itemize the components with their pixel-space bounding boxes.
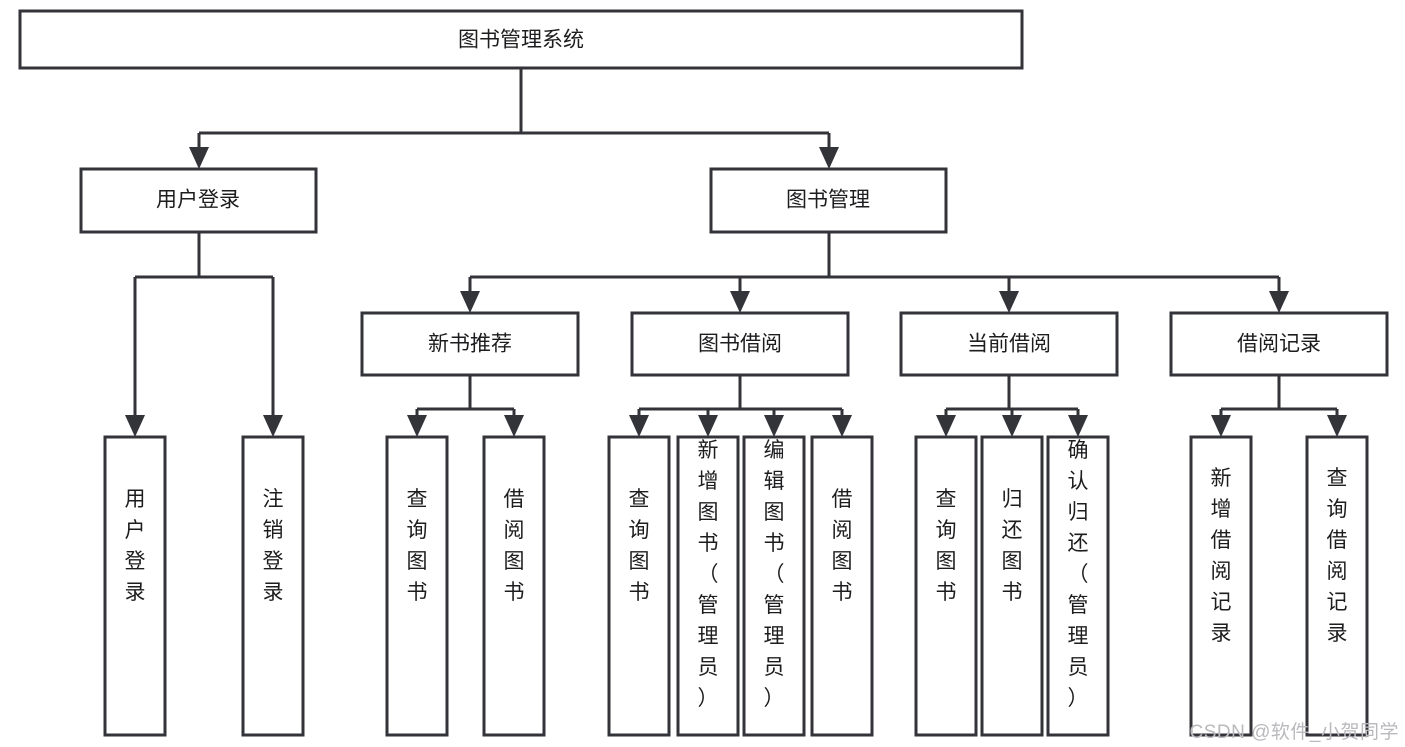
arrow-head-leaf-3 — [407, 415, 427, 437]
leaf-node[interactable]: 归还图书 — [980, 435, 1044, 737]
leaf-node[interactable]: 查询借阅记录 — [1305, 435, 1369, 737]
leaf-1-label: 用户登录 — [125, 488, 146, 604]
node-root-box[interactable] — [18, 9, 1024, 70]
arrow-head-leaf-2 — [263, 415, 283, 437]
leaf-4-box[interactable] — [482, 435, 546, 737]
leaf-8-box[interactable] — [810, 435, 874, 737]
arrow-head-leaf-11 — [1068, 415, 1088, 437]
node-current-label: 当前借阅 — [967, 333, 1051, 356]
node-login[interactable]: 用户登录 — [79, 167, 318, 234]
node-bookmgmt-box[interactable] — [709, 167, 948, 234]
node-newbook-label: 新书推荐 — [428, 333, 512, 356]
leaf-5-label: 查询图书 — [629, 488, 650, 604]
node-records[interactable]: 借阅记录 — [1169, 311, 1389, 377]
leaf-node[interactable]: 借阅图书 — [810, 435, 874, 737]
leaf-node[interactable]: 用户登录 — [103, 435, 167, 737]
arrow-head-leaf-7 — [764, 415, 784, 437]
leaf-10-box[interactable] — [980, 435, 1044, 737]
leaf-2-label: 注销登录 — [263, 488, 284, 604]
node-root[interactable]: 图书管理系统 — [18, 9, 1024, 70]
leaf-12-label: 新增借阅记录 — [1211, 467, 1232, 645]
node-bookmgmt-label: 图书管理 — [786, 189, 870, 212]
leaf-node[interactable]: 查询图书 — [385, 435, 449, 737]
node-login-box[interactable] — [79, 167, 318, 234]
leaf-node[interactable]: 新增借阅记录 — [1189, 435, 1253, 737]
arrow-head-leaf-10 — [1002, 415, 1022, 437]
node-login-label: 用户登录 — [156, 189, 240, 212]
node-records-label: 借阅记录 — [1237, 333, 1321, 356]
arrow-head-login — [189, 147, 209, 169]
arrow-head-newbook — [460, 291, 480, 313]
leaf-node[interactable]: 查询图书 — [607, 435, 671, 737]
leaf-9-box[interactable] — [914, 435, 978, 737]
arrow-head-leaf-12 — [1211, 415, 1231, 437]
leaf-5-box[interactable] — [607, 435, 671, 737]
leaf-9-label: 查询图书 — [936, 488, 957, 604]
leaf-node[interactable]: 查询图书 — [914, 435, 978, 737]
leaf-4-label: 借阅图书 — [504, 488, 525, 604]
arrow-head-records — [1269, 291, 1289, 313]
leaf-13-label: 查询借阅记录 — [1327, 467, 1348, 645]
node-newbook[interactable]: 新书推荐 — [360, 311, 580, 377]
leaf-6-label: 新增图书（管理员） — [698, 439, 719, 710]
leaf-node[interactable]: 新增图书（管理员） — [676, 435, 740, 737]
arrow-head-borrow — [730, 291, 750, 313]
node-newbook-box[interactable] — [360, 311, 580, 377]
leaf-13-box[interactable] — [1305, 435, 1369, 737]
arrow-head-leaf-1 — [125, 415, 145, 437]
leaf-11-label: 确认归还（管理员） — [1068, 439, 1089, 710]
leaf-node[interactable]: 编辑图书（管理员） — [742, 435, 806, 737]
node-root-label: 图书管理系统 — [458, 29, 584, 52]
leaf-2-box[interactable] — [241, 435, 305, 737]
leaf-10-label: 归还图书 — [1002, 488, 1023, 604]
leaf-11-box[interactable] — [1046, 435, 1110, 737]
node-borrow[interactable]: 图书借阅 — [630, 311, 850, 377]
leaf-node[interactable]: 借阅图书 — [482, 435, 546, 737]
arrow-head-leaf-13 — [1327, 415, 1347, 437]
node-borrow-label: 图书借阅 — [698, 333, 782, 356]
arrow-head-leaf-5 — [629, 415, 649, 437]
arrow-head-bookmgmt — [819, 147, 839, 169]
leaf-3-box[interactable] — [385, 435, 449, 737]
leaf-3-label: 查询图书 — [407, 488, 428, 604]
arrow-head-leaf-6 — [698, 415, 718, 437]
arrow-head-current — [999, 291, 1019, 313]
node-bookmgmt[interactable]: 图书管理 — [709, 167, 948, 234]
leaf-7-box[interactable] — [742, 435, 806, 737]
leaf-1-box[interactable] — [103, 435, 167, 737]
node-current[interactable]: 当前借阅 — [899, 311, 1119, 377]
node-records-box[interactable] — [1169, 311, 1389, 377]
node-borrow-box[interactable] — [630, 311, 850, 377]
arrow-head-leaf-4 — [504, 415, 524, 437]
leaf-node[interactable]: 注销登录 — [241, 435, 305, 737]
arrow-head-leaf-9 — [936, 415, 956, 437]
leaf-node[interactable]: 确认归还（管理员） — [1046, 435, 1110, 737]
connector-layer — [125, 68, 1347, 437]
arrow-head-leaf-8 — [832, 415, 852, 437]
leaf-12-box[interactable] — [1189, 435, 1253, 737]
leaf-6-box[interactable] — [676, 435, 740, 737]
leaf-8-label: 借阅图书 — [832, 488, 853, 604]
node-current-box[interactable] — [899, 311, 1119, 377]
leaf-7-label: 编辑图书（管理员） — [764, 439, 785, 710]
